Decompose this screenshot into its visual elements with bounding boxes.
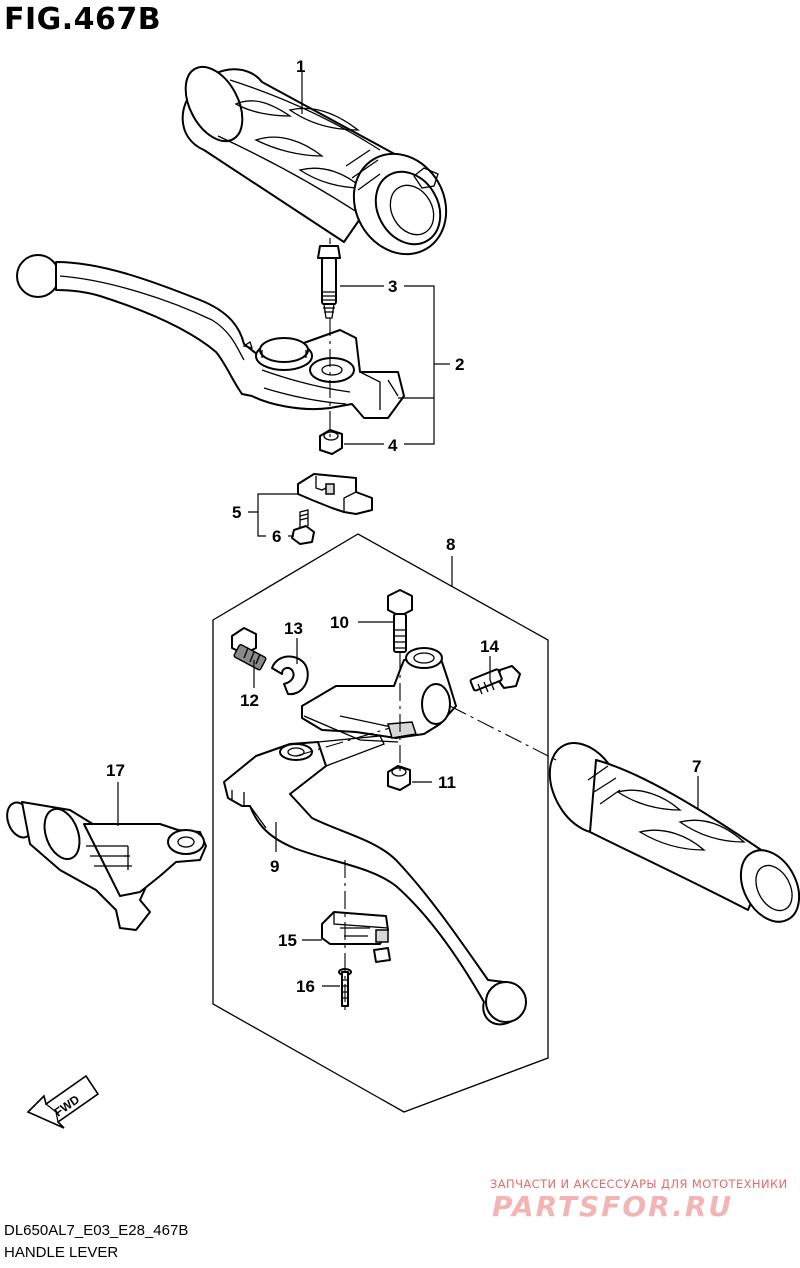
callout-1: 1 (296, 57, 305, 76)
callout-2: 2 (455, 355, 464, 374)
watermark-logo: PARTSFOR.RU (492, 1190, 734, 1223)
part-11-nut[interactable] (387, 765, 411, 791)
part-14-bolt[interactable] (469, 665, 521, 695)
callout-3: 3 (388, 277, 397, 296)
callout-12: 12 (240, 691, 259, 710)
reference-code: DL650AL7_E03_E28_467B (4, 1222, 189, 1239)
callout-4: 4 (388, 436, 398, 455)
callout-6: 6 (272, 527, 281, 546)
part-6-screw[interactable] (291, 509, 315, 545)
centerline-lever-pivot (295, 727, 391, 757)
callout-11: 11 (438, 773, 456, 792)
part-17-lever-cover[interactable] (3, 799, 207, 931)
part-7-right-grip[interactable] (535, 731, 800, 932)
part-13-washer[interactable] (271, 655, 309, 696)
figure-title: FIG.467B (4, 2, 162, 37)
callout-13: 13 (284, 619, 303, 638)
figure-caption: HANDLE LEVER (4, 1244, 119, 1261)
watermark-tagline: ЗАПЧАСТИ И АКСЕССУАРЫ ДЛЯ МОТОТЕХНИКИ (490, 1177, 788, 1191)
part-2-brake-lever[interactable] (16, 254, 405, 419)
callout-9: 9 (270, 857, 279, 876)
part-5-brake-switch[interactable] (297, 473, 373, 515)
callout-8: 8 (446, 535, 455, 554)
centerline-grip-axis (449, 705, 561, 763)
leader-lines (117, 72, 699, 987)
callout-16: 16 (296, 977, 315, 996)
callout-7: 7 (692, 757, 701, 776)
part-4-nut[interactable] (319, 429, 343, 455)
callout-15: 15 (278, 931, 297, 950)
callout-5: 5 (232, 503, 241, 522)
fwd-arrow-icon: FWD (26, 1074, 100, 1129)
part-10-bolt[interactable] (387, 589, 413, 653)
clutch-lever-holder[interactable] (301, 647, 457, 743)
part-3-pivot-bolt[interactable] (317, 245, 341, 319)
part-8-assembly-box (212, 533, 549, 1113)
part-9-clutch-lever[interactable] (223, 735, 527, 1026)
callout-14: 14 (480, 637, 499, 656)
callout-10: 10 (330, 613, 349, 632)
part-12-bolt[interactable] (231, 627, 267, 671)
callout-17: 17 (106, 761, 125, 780)
part-1-left-grip[interactable] (174, 57, 464, 271)
part-15-clutch-switch[interactable] (321, 911, 391, 963)
